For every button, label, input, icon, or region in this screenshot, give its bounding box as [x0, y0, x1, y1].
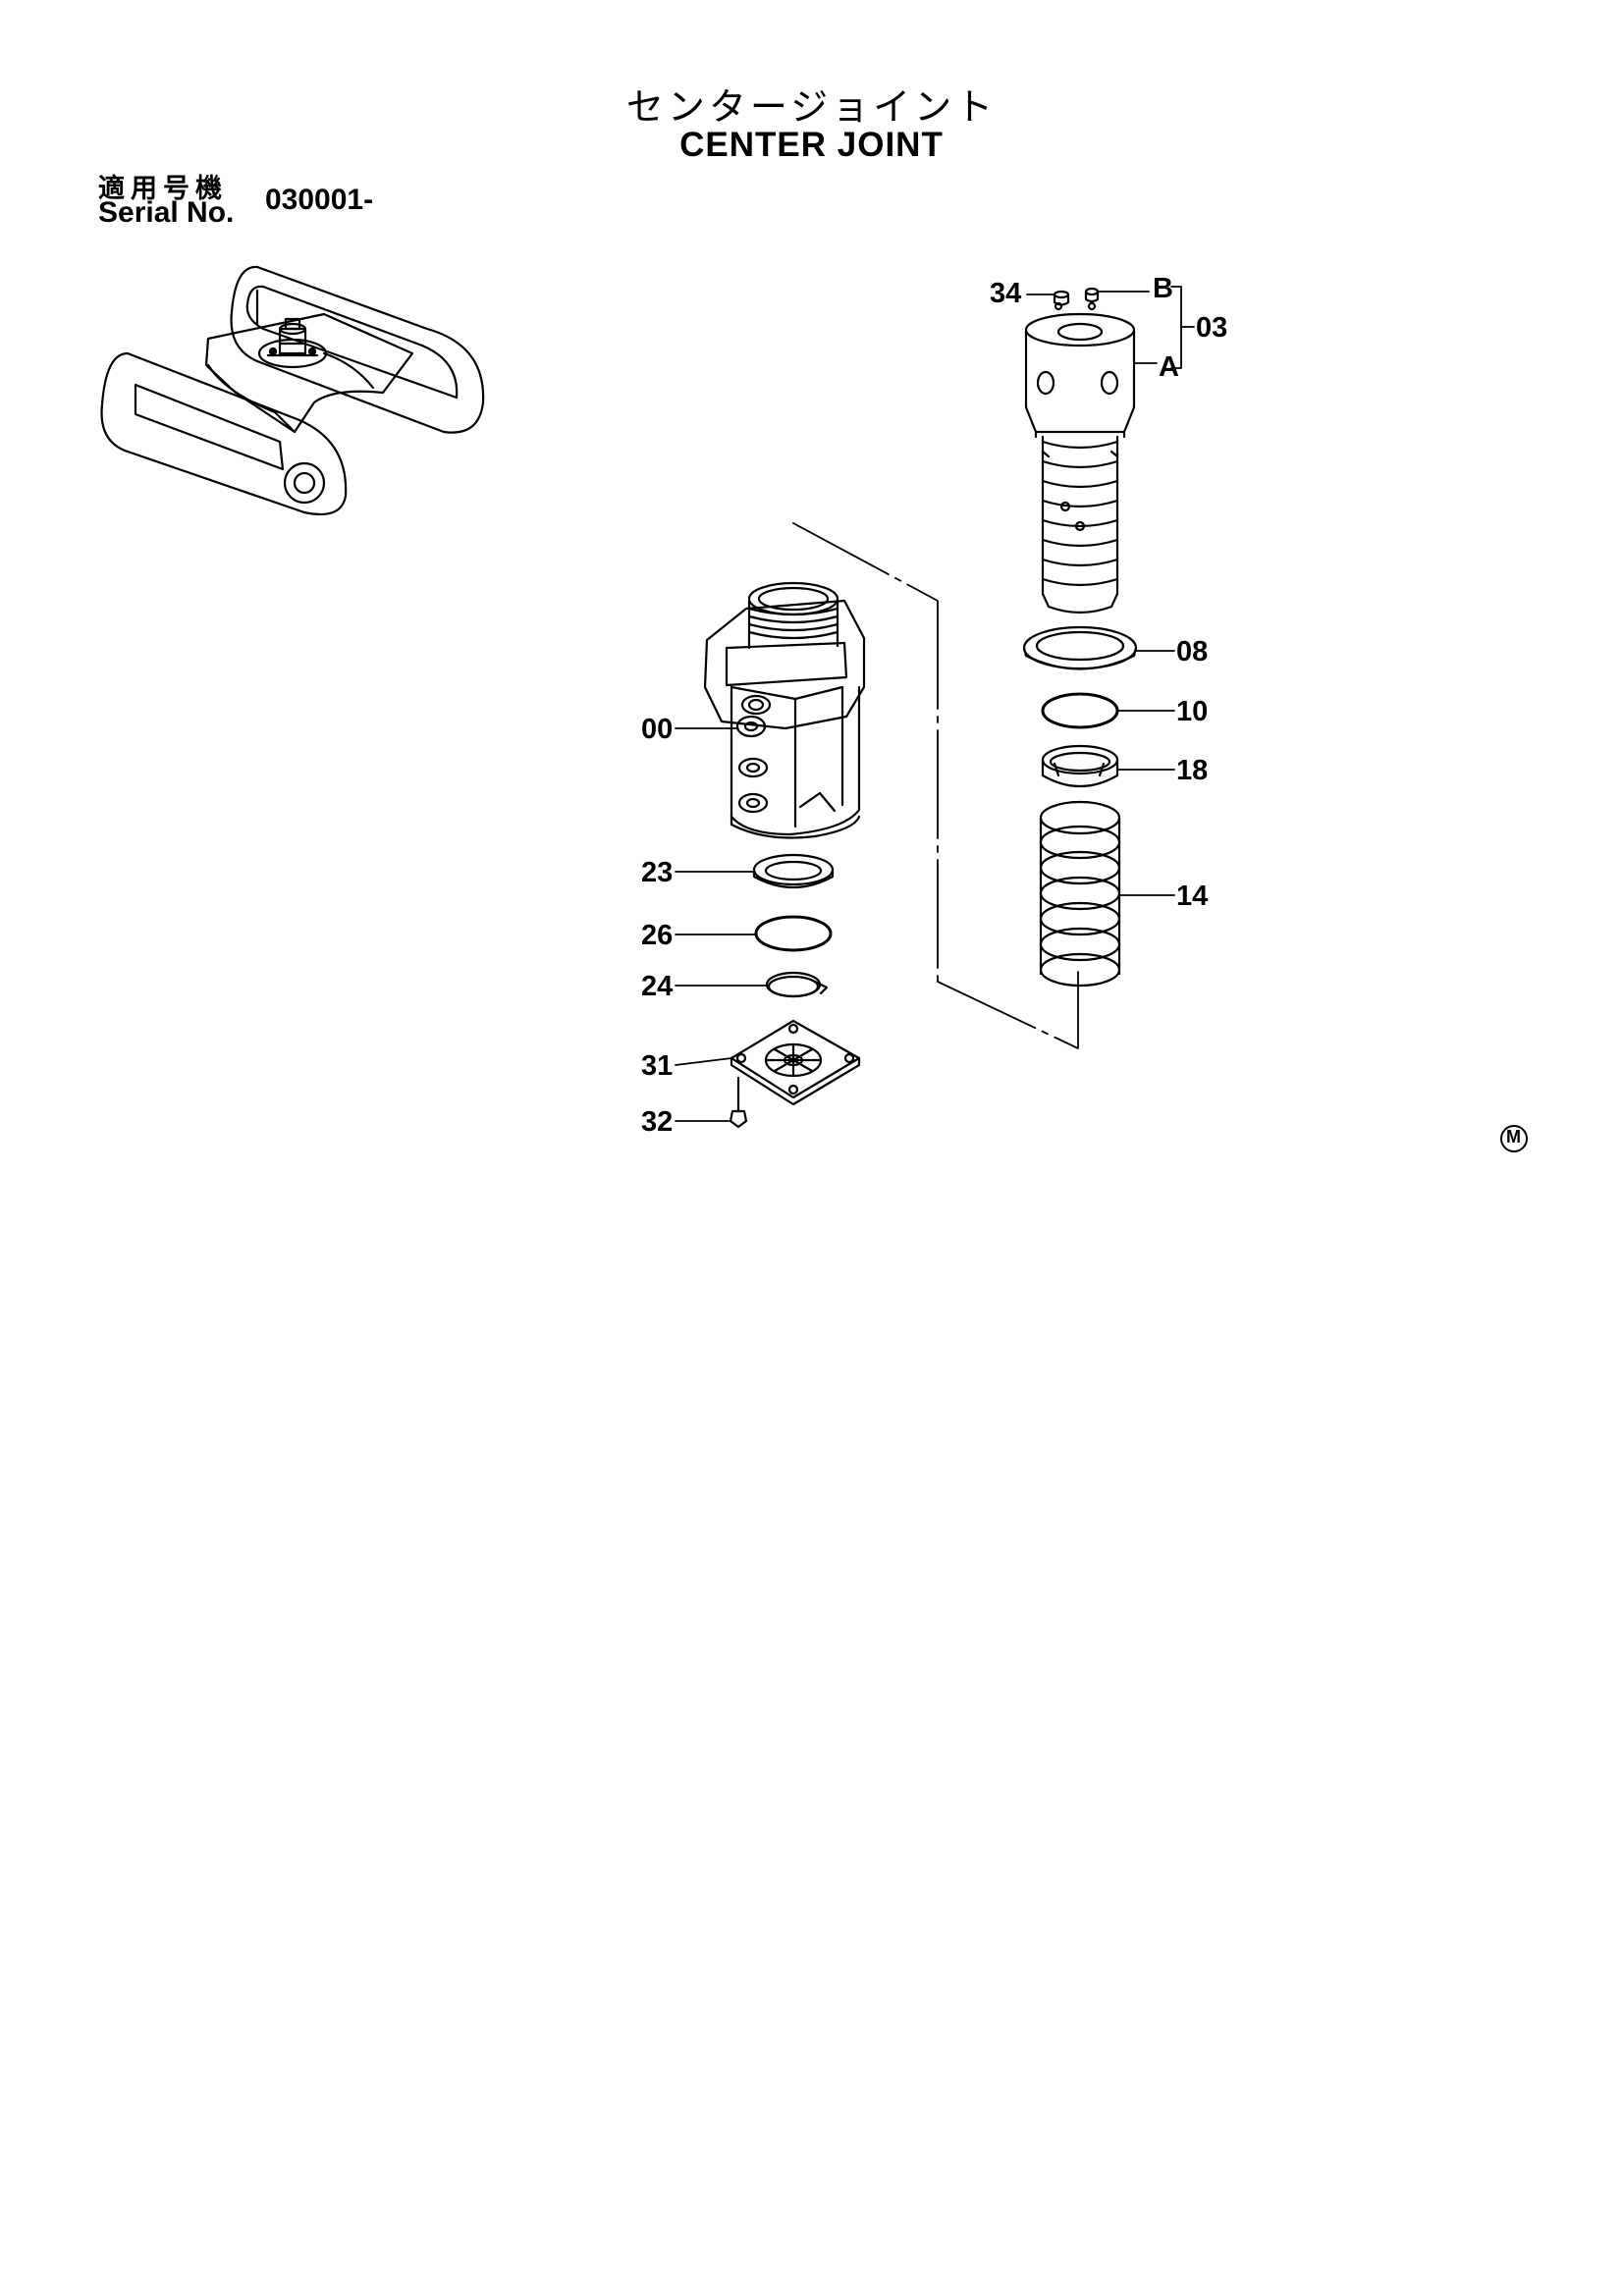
- callout-26: 26: [641, 920, 674, 951]
- part-14-spring-stack: [1039, 800, 1121, 988]
- callout-23: 23: [641, 857, 674, 888]
- page-title-japanese: センタージョイント: [625, 85, 998, 129]
- callout-08: 08: [1176, 636, 1209, 667]
- part-31-cover: [730, 1019, 861, 1106]
- part-b-plug: [1084, 287, 1100, 303]
- part-08-seal: [1022, 625, 1138, 670]
- m-mark-letter: M: [1506, 1127, 1521, 1147]
- serial-number: 030001-: [265, 184, 374, 216]
- part-24-snap-ring: [765, 971, 829, 998]
- part-03-spindle: [1024, 301, 1136, 614]
- serial-label-japanese: 適用号機: [98, 174, 228, 204]
- callout-32: 32: [641, 1106, 674, 1138]
- part-00-housing: [703, 581, 866, 839]
- undercarriage-location-illustration: [100, 265, 485, 516]
- callout-24: 24: [641, 971, 674, 1002]
- m-mark: [1500, 1125, 1528, 1152]
- callout-34: 34: [990, 278, 1022, 309]
- callout-03: 03: [1196, 312, 1228, 344]
- callout-18: 18: [1176, 755, 1209, 786]
- callout-10: 10: [1176, 696, 1209, 727]
- part-34-plug: [1053, 290, 1070, 306]
- leader-lines: [675, 286, 1195, 1122]
- assembly-guide-lines: [792, 522, 1079, 1049]
- part-23-plate: [752, 853, 835, 889]
- callout-00: 00: [641, 714, 674, 745]
- serial-label: Serial No.: [98, 196, 235, 229]
- page-title-english: CENTER JOINT: [679, 126, 944, 164]
- part-32-bolt: [729, 1076, 748, 1129]
- callout-14: 14: [1176, 881, 1209, 912]
- part-26-o-ring: [754, 915, 833, 952]
- part-18-bushing: [1041, 744, 1119, 788]
- callout-31: 31: [641, 1050, 674, 1082]
- callout-a: A: [1159, 351, 1179, 383]
- part-10-o-ring: [1041, 692, 1119, 729]
- callout-b: B: [1153, 273, 1173, 304]
